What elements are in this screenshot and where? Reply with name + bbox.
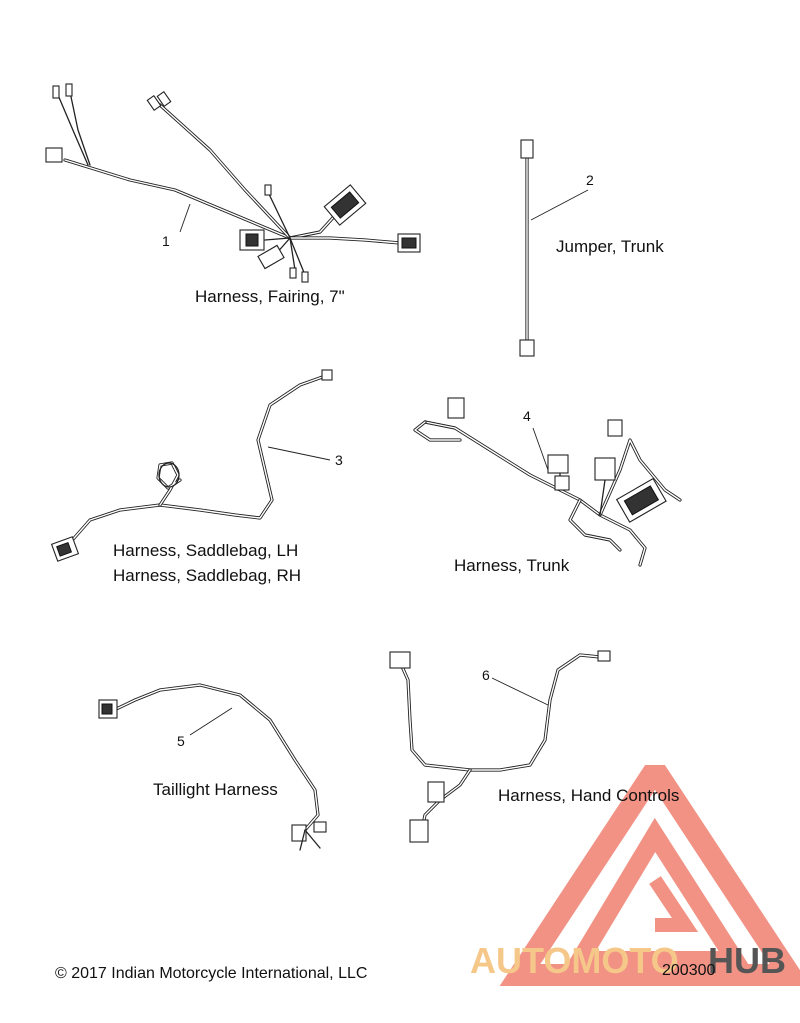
- label-taillight-harness: Taillight Harness: [153, 780, 278, 799]
- label-saddlebag-rh: Harness, Saddlebag, RH: [113, 566, 302, 585]
- connector-icon: [257, 244, 285, 270]
- label-hand-controls-harness: Harness, Hand Controls: [498, 786, 680, 805]
- watermark-text-light: AUTOMOTO: [470, 940, 679, 981]
- connector-icon: [156, 91, 172, 107]
- hand-controls-harness-drawing: [389, 650, 611, 843]
- connector-icon: [520, 139, 534, 159]
- copyright-notice: © 2017 Indian Motorcycle International, …: [55, 965, 368, 982]
- connector-icon: [615, 477, 667, 523]
- connector-icon: [264, 184, 272, 196]
- connector-icon: [45, 147, 63, 163]
- watermark-logo: AUTOMOTO HUB: [470, 765, 800, 986]
- connector-icon: [409, 819, 429, 843]
- connector-icon: [594, 457, 616, 481]
- connector-icon: [65, 83, 73, 97]
- connector-icon: [547, 454, 569, 474]
- part-number-5: 5: [177, 733, 185, 749]
- label-fairing-harness: Harness, Fairing, 7": [195, 287, 345, 306]
- part-number-6: 6: [482, 667, 490, 683]
- connector-icon: [291, 824, 307, 842]
- connector-icon: [519, 339, 535, 357]
- part-number-2: 2: [586, 172, 594, 188]
- connector-icon: [321, 369, 333, 381]
- part-number-3: 3: [335, 452, 343, 468]
- connector-icon: [447, 397, 465, 419]
- connector-icon: [313, 821, 327, 833]
- connector-icon: [554, 475, 570, 491]
- connector-icon: [389, 651, 411, 669]
- connector-icon: [427, 781, 445, 803]
- trunk-harness-drawing: [413, 397, 682, 567]
- fairing-harness-drawing: [45, 83, 421, 283]
- label-saddlebag-lh: Harness, Saddlebag, LH: [113, 541, 299, 560]
- connector-icon: [289, 267, 297, 279]
- taillight-harness-drawing: [98, 683, 327, 851]
- saddlebag-harness-drawing: [50, 369, 333, 562]
- connector-icon: [301, 271, 309, 283]
- connector-icon: [323, 184, 367, 226]
- connector-icon: [597, 650, 611, 662]
- figure-number: 200300: [662, 962, 716, 979]
- part-number-1: 1: [162, 233, 170, 249]
- trunk-jumper-drawing: [519, 139, 589, 357]
- connector-icon: [52, 85, 60, 99]
- watermark-text-dark: HUB: [708, 940, 786, 981]
- label-trunk-jumper: Jumper, Trunk: [556, 237, 664, 256]
- label-trunk-harness: Harness, Trunk: [454, 556, 570, 575]
- part-number-4: 4: [523, 408, 531, 424]
- connector-icon: [607, 419, 623, 437]
- connector-icon: [146, 95, 162, 111]
